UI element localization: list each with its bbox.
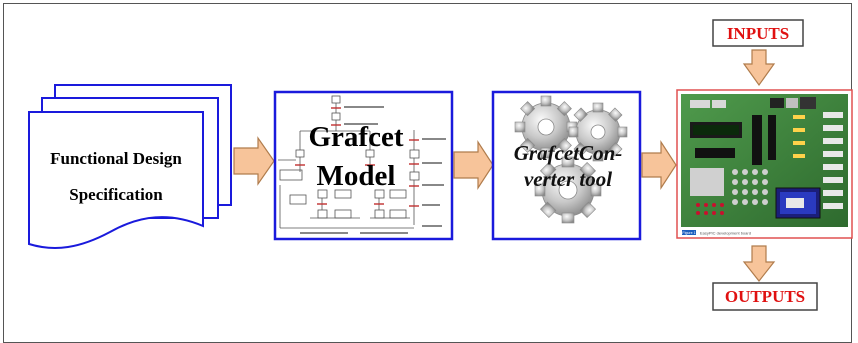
grafcet-transition-marks — [295, 107, 419, 207]
grafcet-title-line2: Model — [317, 160, 396, 192]
flow-arrow-1 — [233, 136, 275, 186]
converter-title-line2: verter tool — [524, 167, 612, 191]
grafcet-schematic — [278, 95, 420, 229]
doc-sheet-front — [28, 111, 204, 249]
outputs-arrow — [742, 245, 776, 282]
grafcet-title-line1: Grafcet — [309, 121, 404, 153]
board-image: Figure 1 EasyPIC development board — [676, 89, 853, 239]
inputs-label-box — [712, 19, 804, 47]
converter-tool-box: GrafcetCon- verter tool — [491, 90, 642, 241]
doc-title-line2: Specification — [69, 185, 163, 204]
board-tag: Figure 1 — [682, 231, 695, 235]
diagram-canvas: Functional Design Specification — [28, 19, 853, 311]
flow-arrow-2 — [453, 139, 494, 191]
document-stack: Functional Design Specification — [28, 84, 232, 249]
board-caption: EasyPIC development board — [700, 231, 751, 236]
flow-arrow-3 — [641, 139, 677, 191]
inputs-label: INPUTS — [727, 24, 789, 43]
converter-title-line1: GrafcetCon- — [514, 141, 623, 165]
grafcet-model-box: Grafcet Model — [273, 90, 454, 241]
inputs-arrow — [742, 49, 776, 87]
grafcet-tiny-labels — [300, 106, 446, 234]
outputs-label-box — [712, 282, 818, 311]
gear-icon — [514, 95, 628, 224]
doc-title-line1: Functional Design — [50, 149, 182, 168]
outputs-label: OUTPUTS — [725, 287, 805, 306]
